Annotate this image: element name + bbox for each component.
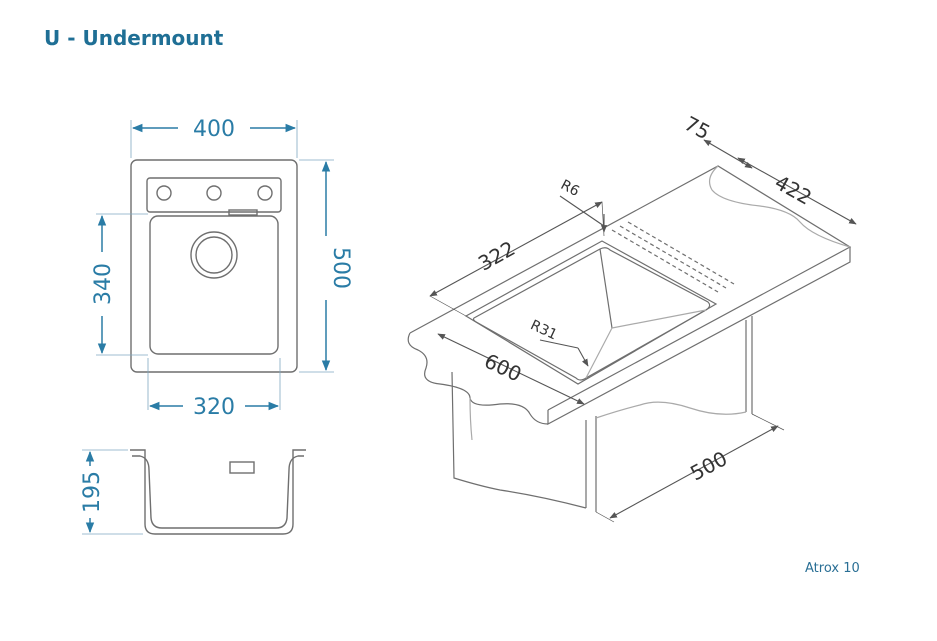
cabinet-floor-break — [595, 401, 747, 419]
top-view-dimension-labels: 400 500 340 320 — [91, 117, 353, 420]
drainer-groove-2 — [619, 225, 727, 289]
section-view — [130, 449, 306, 535]
dim-top-height: 500 — [328, 247, 353, 289]
cabinet-back-break — [469, 397, 473, 441]
tap-hole-left — [156, 185, 172, 201]
worktop-break-left — [407, 332, 549, 425]
dim-perspective-depth: 500 — [686, 446, 731, 485]
dim-perspective-drainer: 75 — [680, 111, 714, 144]
tap-hole-center — [206, 185, 222, 201]
drainer-groove-3 — [627, 221, 735, 285]
worktop-top-surface — [409, 165, 852, 411]
top-view-outer-frame — [130, 159, 298, 373]
worktop-front-edge — [547, 247, 851, 426]
sink-bowl-wall-front — [585, 327, 613, 379]
top-view-dimension-lines — [97, 123, 331, 411]
radius-small-label: R6 — [558, 177, 582, 200]
diagram-title: U - Undermount — [44, 26, 224, 50]
dim-perspective-drainer-length: 422 — [771, 170, 816, 210]
model-name: Atrox 10 — [805, 561, 860, 576]
dim-perspective-worktop-width: 600 — [481, 349, 526, 387]
top-view — [130, 159, 298, 373]
section-extension-lines — [82, 449, 143, 535]
cabinet-left-side — [451, 371, 587, 509]
section-outer-profile — [130, 449, 306, 535]
dim-top-width: 400 — [193, 117, 235, 142]
drain-inner — [195, 236, 233, 274]
top-view-extension-lines — [96, 120, 334, 410]
sink-bowl-wall-left — [599, 248, 613, 329]
sink-bowl-wall-back — [611, 309, 707, 329]
perspective-dimension-labels: 322 600 500 75 422 — [474, 111, 816, 485]
radius-labels: R6 R31 — [528, 177, 582, 343]
overflow-slot — [228, 209, 258, 216]
section-inner-profile — [132, 455, 304, 529]
section-overflow — [229, 461, 255, 474]
dim-depth: 195 — [80, 471, 105, 513]
drainer-groove-1 — [611, 229, 719, 293]
perspective-view — [407, 165, 852, 512]
tap-hole-right — [257, 185, 273, 201]
dim-perspective-bowl-width: 322 — [474, 236, 519, 276]
top-view-deck — [146, 177, 282, 213]
dim-bowl-width: 320 — [193, 395, 235, 420]
radius-bowl-label: R31 — [528, 317, 560, 343]
dim-bowl-height: 340 — [91, 263, 116, 305]
top-view-bowl — [149, 215, 279, 355]
drain-outer — [190, 231, 238, 279]
perspective-dimension-lines — [429, 139, 857, 523]
